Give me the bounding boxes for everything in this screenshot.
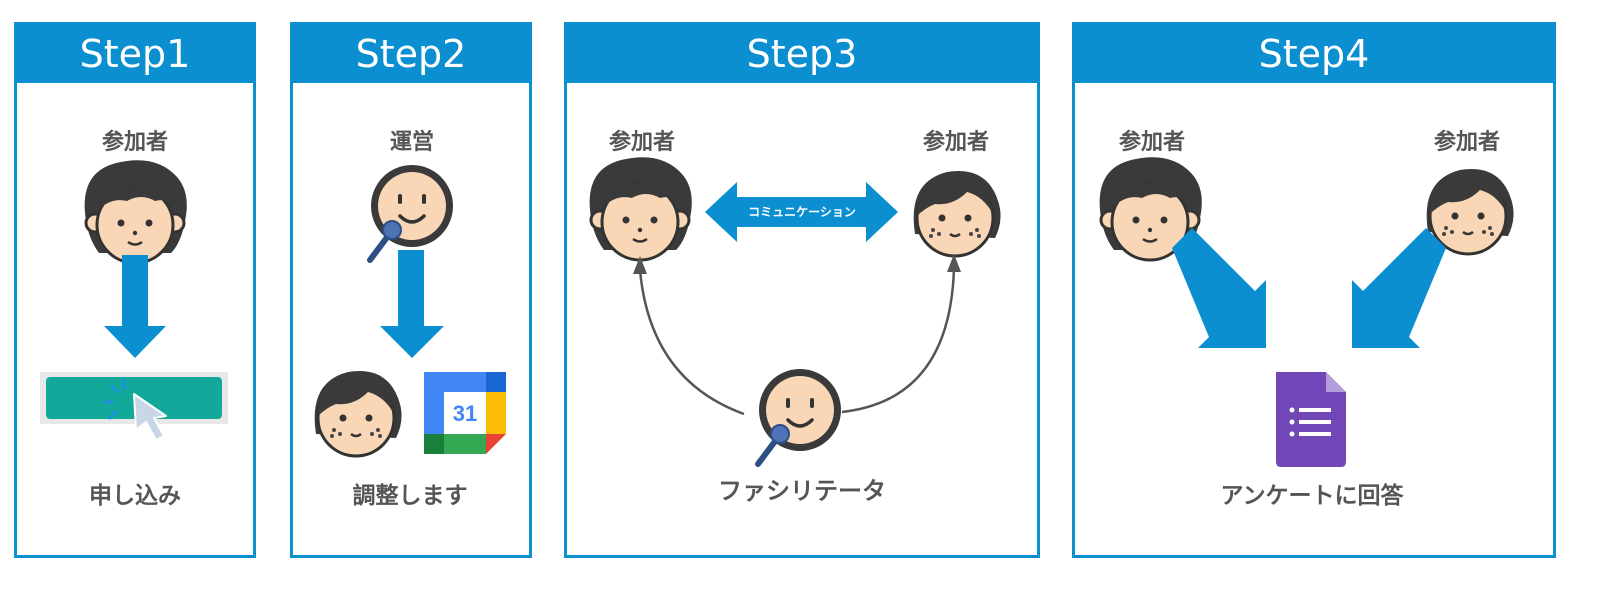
- step1-panel: Step1: [14, 22, 256, 558]
- survey-label: アンケートに回答: [1220, 483, 1404, 509]
- participant-boy-icon: [588, 155, 694, 262]
- google-calendar-icon: 31: [424, 372, 506, 454]
- step1-apply-label: 申し込み: [89, 483, 181, 509]
- step2-header: Step2: [293, 25, 529, 83]
- staff-mic-icon: [370, 165, 453, 260]
- calendar-day: 31: [453, 401, 477, 426]
- facilitation-curves: [638, 267, 956, 416]
- arrow-down-icon: [380, 250, 444, 358]
- step1-participant-label: 参加者: [101, 130, 169, 155]
- participant-girl-icon: [1425, 167, 1516, 256]
- participant-boy-icon: [83, 158, 189, 265]
- arrowhead-icon: [947, 254, 961, 272]
- step4-right-participant-label: 参加者: [1433, 130, 1501, 155]
- step3-right-participant-label: 参加者: [922, 130, 990, 155]
- step2-staff-label: 運営: [389, 130, 435, 155]
- participant-girl-icon: [912, 169, 1003, 258]
- step1-header: Step1: [17, 25, 253, 83]
- facilitator-mic-icon: [758, 369, 841, 464]
- communication-arrow-icon: [705, 182, 898, 242]
- step3-header: Step3: [567, 25, 1037, 83]
- google-forms-icon: [1276, 372, 1346, 467]
- step4-header: Step4: [1075, 25, 1553, 83]
- participant-girl-icon: [313, 369, 404, 458]
- arrow-diagonal-icon: [1172, 228, 1266, 348]
- arrow-down-icon: [104, 255, 166, 358]
- apply-button-icon: [40, 372, 228, 441]
- step4-left-participant-label: 参加者: [1118, 130, 1186, 155]
- arrow-diagonal-icon: [1352, 228, 1446, 348]
- step3-left-participant-label: 参加者: [608, 130, 676, 155]
- facilitator-label: ファシリテータ: [718, 477, 886, 505]
- step2-adjust-label: 調整します: [352, 483, 468, 509]
- communication-label: コミュニケーション: [748, 205, 856, 219]
- step4-panel: Step4: [1072, 22, 1556, 558]
- arrowhead-icon: [633, 256, 647, 274]
